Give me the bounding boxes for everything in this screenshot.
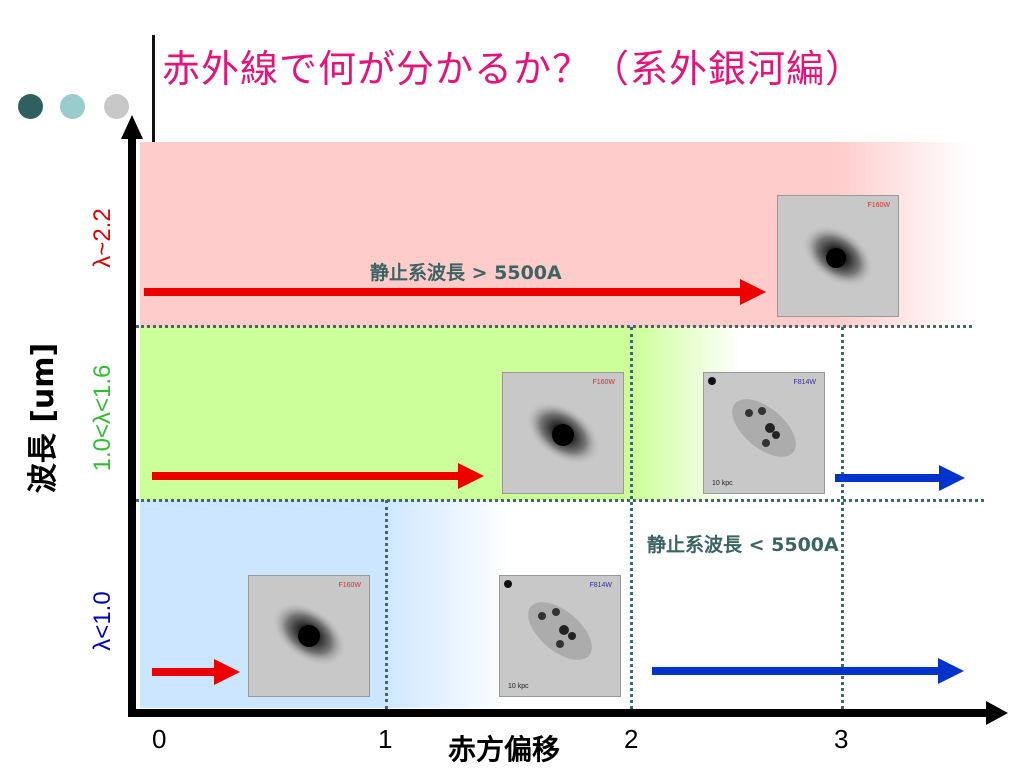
title-divider [152,35,155,143]
galaxy-filter-label: F814W [793,379,816,386]
note-rest-short: 静止系波長 < 5500A [647,534,839,556]
blue-arrow-bottom [652,658,964,684]
row-label-bottom: λ<1.0 [89,591,116,651]
y-axis [128,135,136,717]
x-tick-0: 0 [152,724,167,754]
row-label-top: λ~2.2 [89,208,116,268]
galaxy-scale-label: 10 kpc [508,683,529,690]
redshift-3-line [841,327,844,709]
red-arrow-top [144,279,766,305]
galaxy-scale-label: 10 kpc [712,480,733,487]
band-mid-wavelength [140,327,740,500]
galaxy-image-middle-left: F160W [502,372,624,494]
red-arrow-bottom [152,659,240,685]
x-axis-arrowhead [986,701,1008,725]
slide-title: 赤外線で何が分かるか？（系外銀河編） [162,47,865,91]
galaxy-image-bottom-left: F160W [248,575,370,697]
note-rest-long: 静止系波長 > 5500A [370,262,562,284]
blue-arrow-middle [835,465,965,491]
separator-lower [136,499,984,502]
redshift-1-line [385,500,388,709]
galaxy-filter-label: F160W [867,202,890,209]
red-arrow-middle [152,463,484,489]
x-tick-2: 2 [624,724,639,754]
y-axis-arrowhead [121,115,143,139]
x-axis [128,709,996,717]
bullet-dot-3 [104,94,129,119]
x-axis-label: 赤方偏移 [448,733,561,766]
galaxy-filter-label: F814W [589,582,612,589]
separator-upper [136,325,972,328]
x-tick-1: 1 [378,724,393,754]
galaxy-image-middle-right: F814W 10 kpc [703,372,825,494]
galaxy-filter-label: F160W [592,379,615,386]
galaxy-filter-label: F160W [338,582,361,589]
redshift-2-line [630,327,633,709]
bullet-dot-1 [18,94,43,119]
x-tick-3: 3 [834,724,849,754]
row-label-middle: 1.0<λ<1.6 [89,364,116,472]
bullet-dot-2 [60,94,85,119]
galaxy-image-top: F160W [777,195,899,317]
galaxy-image-bottom-right: F814W 10 kpc [499,575,621,697]
y-axis-label: 波長 [um] [26,342,61,494]
